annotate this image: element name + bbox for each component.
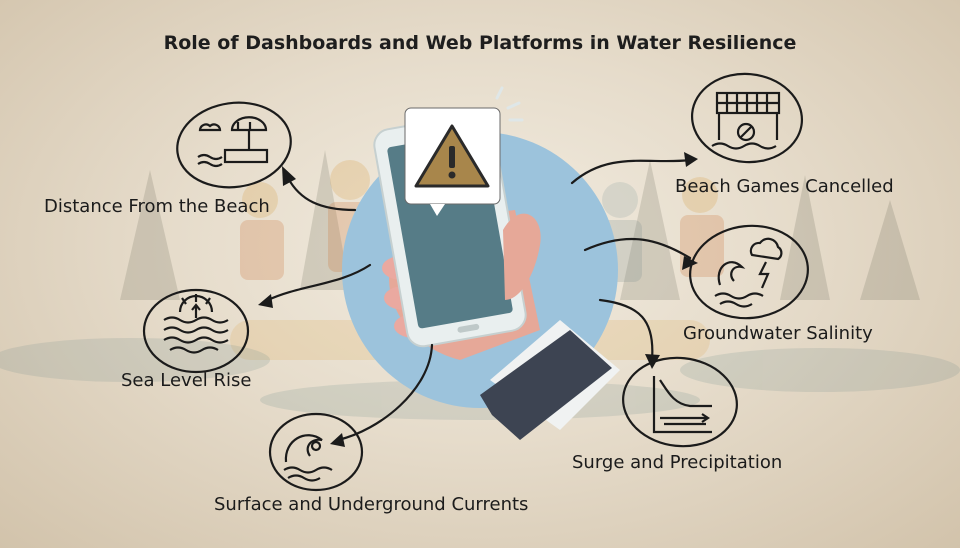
storm-wave-icon xyxy=(689,224,809,320)
surge-graph-icon xyxy=(622,356,738,448)
label-distance-from-beach: Distance From the Beach xyxy=(44,196,270,217)
label-groundwater-salinity: Groundwater Salinity xyxy=(683,323,873,344)
beach-umbrella-icon xyxy=(176,101,292,189)
label-beach-games-cancelled: Beach Games Cancelled xyxy=(675,176,894,197)
diagram-title: Role of Dashboards and Web Platforms in … xyxy=(163,32,797,54)
label-surge-and-precipitation: Surge and Precipitation xyxy=(572,452,783,473)
label-surface-underground-currents: Surface and Underground Currents xyxy=(214,494,529,515)
volleyball-net-icon xyxy=(690,72,804,164)
warning-icon xyxy=(404,107,501,216)
wave-current-icon xyxy=(268,412,364,492)
label-sea-level-rise: Sea Level Rise xyxy=(121,370,252,391)
sea-level-icon xyxy=(142,288,250,374)
